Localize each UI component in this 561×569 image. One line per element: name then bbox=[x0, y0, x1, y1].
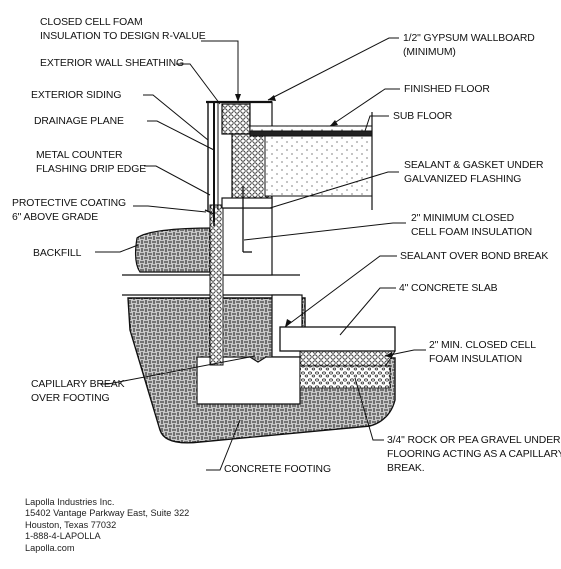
label-backfill: BACKFILL bbox=[33, 248, 82, 259]
slab-foam-insulation bbox=[299, 350, 396, 367]
label-sub-floor: SUB FLOOR bbox=[393, 111, 453, 122]
company-phone: 1-888-4-LAPOLLA bbox=[25, 531, 101, 542]
label-gravel: 3/4" ROCK OR PEA GRAVEL UNDER FLOORING A… bbox=[387, 435, 561, 474]
label-finished-floor: FINISHED FLOOR bbox=[404, 84, 490, 95]
concrete-slab bbox=[279, 326, 396, 352]
capillary-break-pocket bbox=[196, 356, 301, 405]
finished-floor bbox=[249, 125, 373, 132]
leader-arrowheads bbox=[235, 94, 392, 358]
label-capillary-break: CAPILLARY BREAK OVER FOOTING bbox=[31, 379, 127, 404]
label-protective-coating: PROTECTIVE COATING 6" ABOVE GRADE bbox=[12, 198, 129, 223]
label-metal-counter-flashing: METAL COUNTER FLASHING DRIP EDGE bbox=[36, 150, 146, 175]
sub-floor bbox=[249, 130, 373, 137]
label-drainage-plane: DRAINAGE PLANE bbox=[34, 116, 124, 127]
stud-wall-foam bbox=[221, 103, 251, 135]
label-sealant-gasket: SEALANT & GASKET UNDER GALVANIZED FLASHI… bbox=[404, 160, 546, 185]
label-closed-cell-foam: CLOSED CELL FOAM INSULATION TO DESIGN R-… bbox=[40, 17, 206, 42]
label-concrete-footing: CONCRETE FOOTING bbox=[224, 464, 331, 475]
label-min-closed-cell-foam-slab: 2" MIN. CLOSED CELL FOAM INSULATION bbox=[429, 340, 538, 365]
gravel-layer bbox=[299, 365, 391, 389]
label-exterior-wall-sheathing: EXTERIOR WALL SHEATHING bbox=[40, 58, 184, 69]
company-website: Lapolla.com bbox=[25, 542, 75, 553]
label-min-closed-cell-foam-wall: 2" MINIMUM CLOSED CELL FOAM INSULATION bbox=[411, 213, 532, 238]
company-address-block: Lapolla Industries Inc. 15402 Vantage Pa… bbox=[25, 497, 189, 554]
company-street: 15402 Vantage Parkway East, Suite 322 bbox=[25, 508, 190, 519]
label-sealant-bond-break: SEALANT OVER BOND BREAK bbox=[400, 251, 548, 262]
wall-foam-insulation bbox=[209, 204, 224, 366]
backfill-soil bbox=[134, 227, 216, 273]
label-concrete-slab: 4" CONCRETE SLAB bbox=[399, 283, 498, 294]
floor-joist-space bbox=[264, 135, 373, 197]
label-gypsum-wallboard: 1/2" GYPSUM WALLBOARD (MINIMUM) bbox=[403, 33, 538, 58]
company-name: Lapolla Industries Inc. bbox=[25, 497, 115, 507]
label-exterior-siding: EXTERIOR SIDING bbox=[31, 90, 121, 101]
leader-lines bbox=[95, 37, 426, 471]
stem-wall bbox=[221, 207, 273, 276]
company-city: Houston, Texas 77032 bbox=[25, 519, 117, 530]
